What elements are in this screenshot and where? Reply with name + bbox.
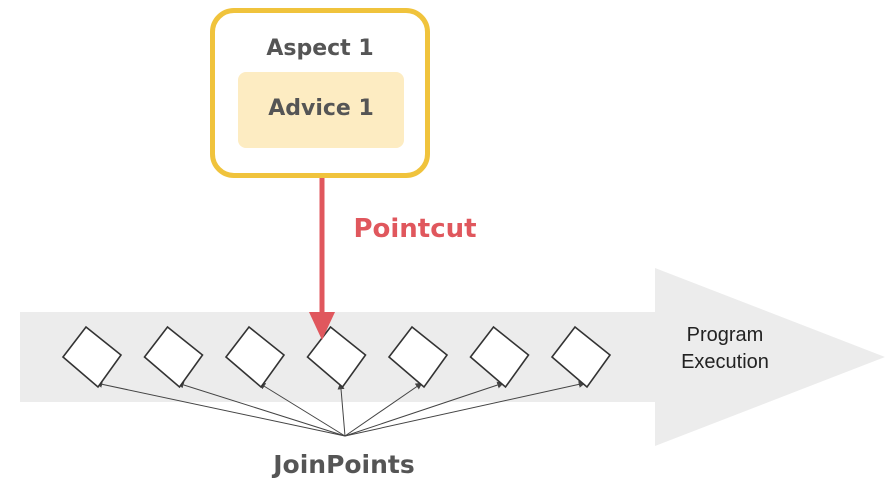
joinpoint-pointer-line: [344, 380, 586, 437]
joinpoint-pointer-line: [337, 382, 346, 437]
pointcut-label: Pointcut: [353, 214, 477, 244]
joinpoint-diamond: [387, 325, 449, 389]
program-execution-line2: Execution: [681, 351, 769, 373]
joinpoint-diamond: [550, 325, 612, 389]
aspect-title: Aspect 1: [266, 36, 374, 61]
joinpoint-pointers: [95, 380, 586, 437]
joinpoint-diamonds: [61, 325, 612, 389]
joinpoint-pointer-line: [95, 380, 346, 437]
joinpoint-pointer-line: [258, 382, 346, 437]
advice-box: [238, 72, 404, 148]
joinpoint-pointer-line: [176, 381, 346, 437]
joinpoint-diamond: [224, 325, 286, 389]
joinpoint-diamond: [469, 325, 530, 389]
joinpoints-label: JoinPoints: [273, 450, 415, 479]
advice-label: Advice 1: [268, 96, 374, 121]
program-execution-line1: Program: [686, 324, 764, 346]
joinpoint-pointer-line: [344, 381, 505, 437]
joinpoint-diamond: [61, 325, 123, 389]
pointcut-arrow-head: [309, 312, 335, 340]
joinpoint-diamond: [143, 325, 204, 389]
joinpoint-pointer-line: [344, 382, 423, 437]
program-execution-label: Program Execution: [650, 322, 800, 376]
